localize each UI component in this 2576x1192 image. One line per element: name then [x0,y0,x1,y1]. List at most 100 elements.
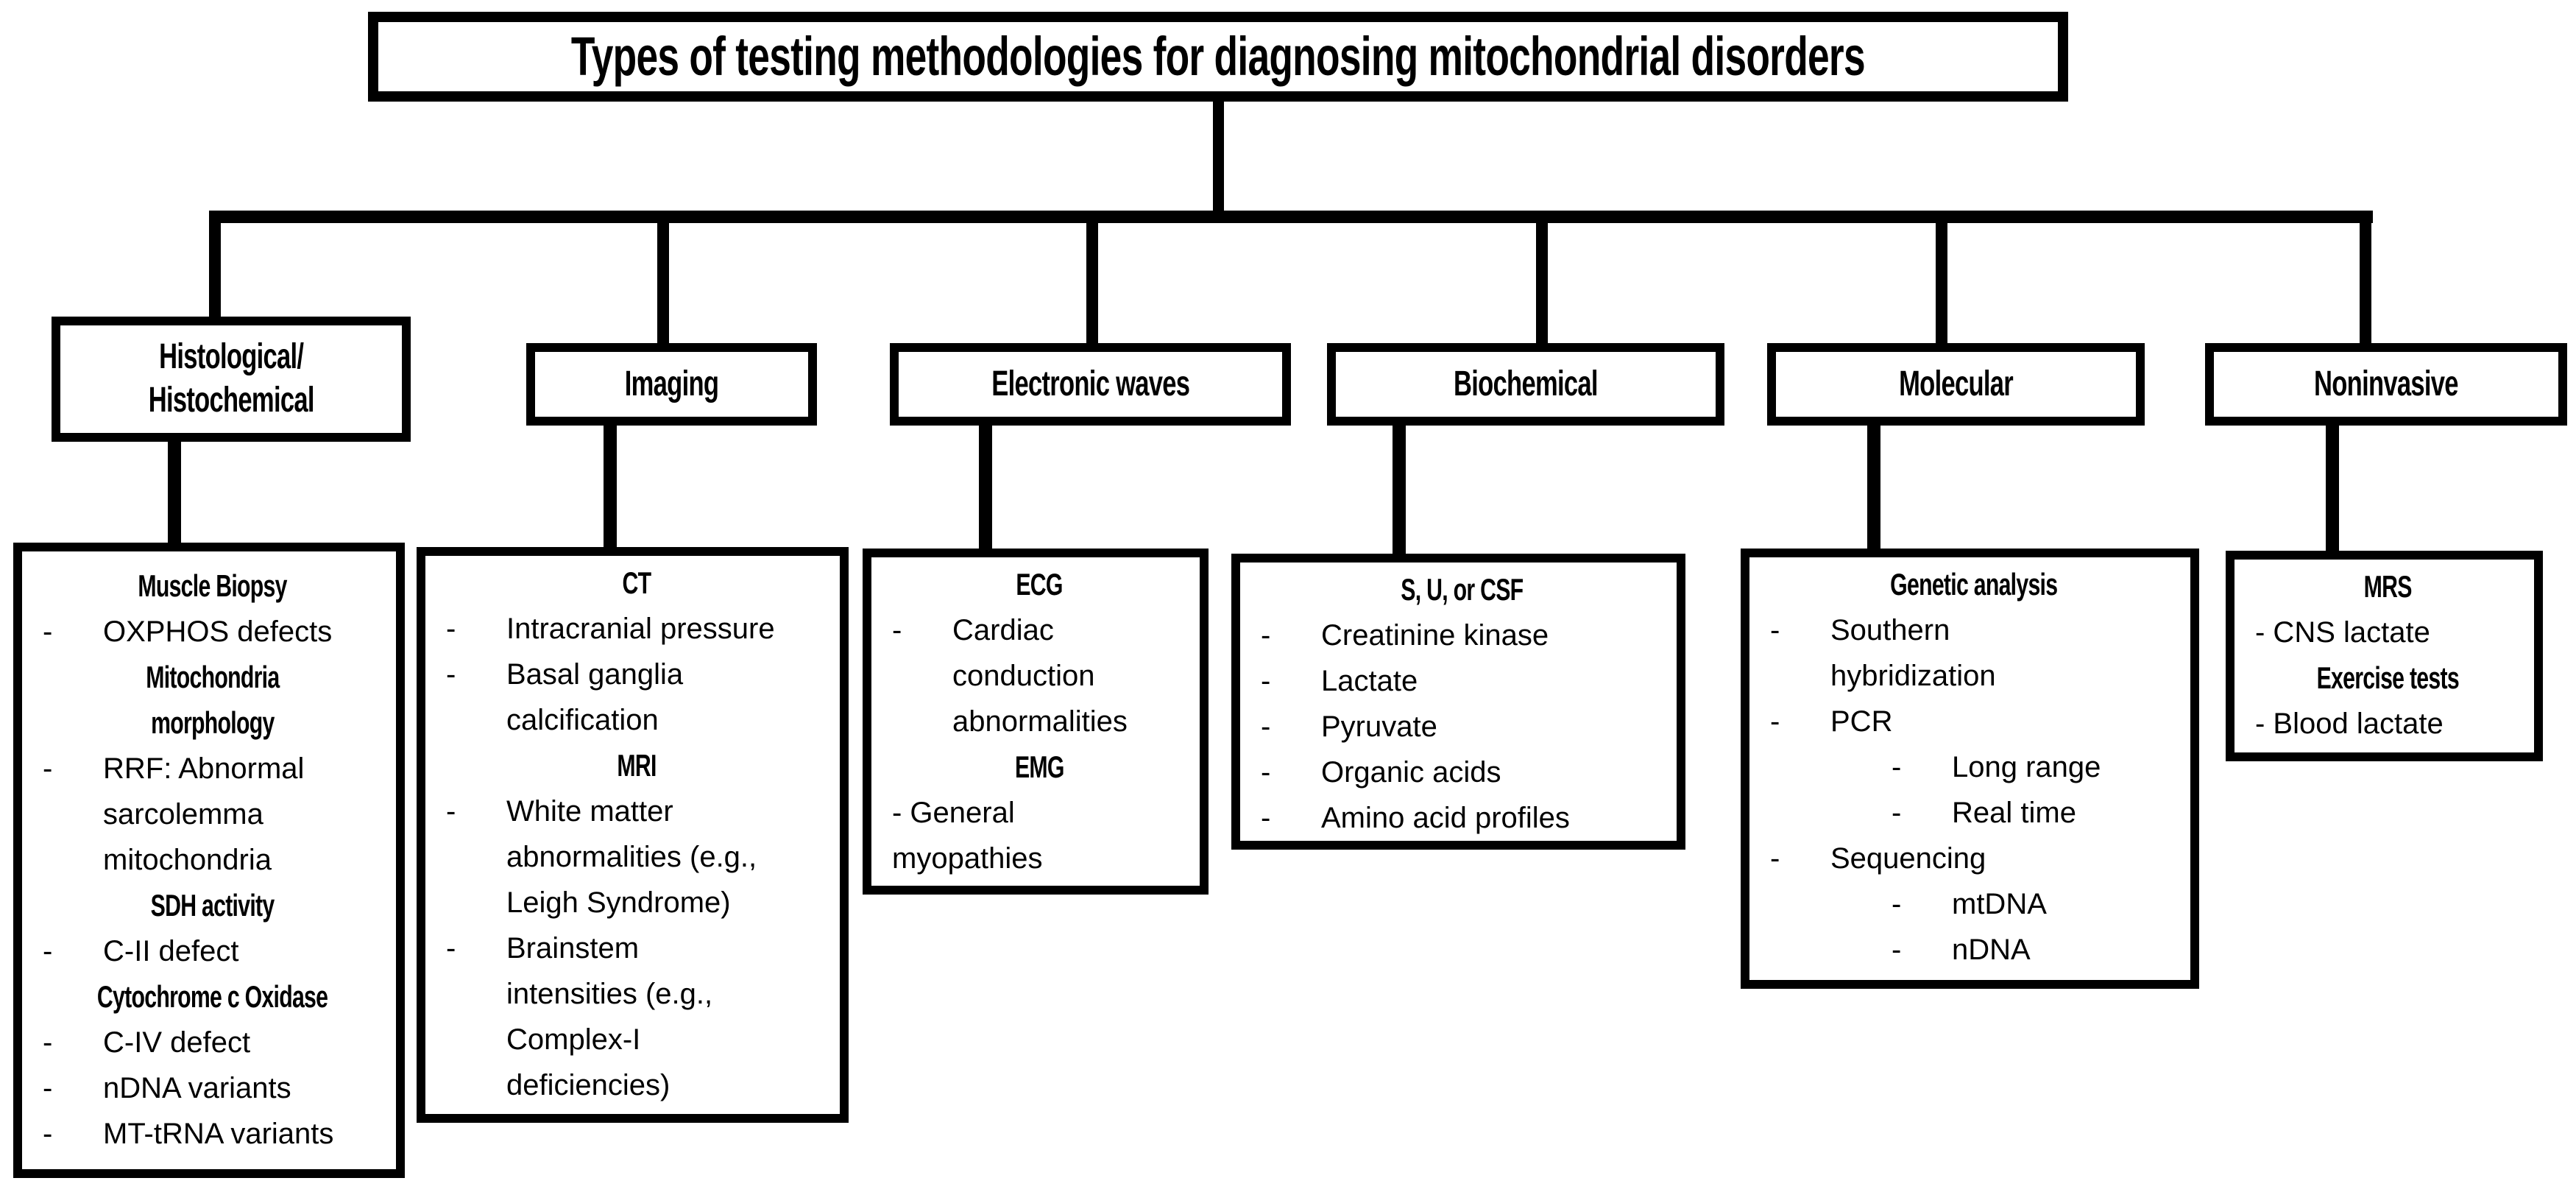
bullet-dash: - [1261,802,1271,834]
section-heading: EMG [892,744,1186,790]
section-heading: Mitochondria morphology [43,655,383,746]
detail-box-biochemical: S, U, or CSF - Creatinine kinase - Lactate… [1231,554,1685,850]
branch-label-imaging: Imaging [624,364,719,403]
bullet-dash: - [1892,751,1902,783]
section-heading: Muscle Biopsy [43,563,383,609]
branch-box-electronic: Electronic waves [890,343,1291,426]
section-heading-text: MRS [2363,569,2413,604]
bullet-dash: - [43,1118,53,1150]
section-heading: MRI [446,743,827,789]
connector-bar-to-biochemical [1536,218,1548,348]
list-item-text: OXPHOS defects [103,616,333,648]
list-item-text: Real time [1952,797,2076,829]
section-heading: S, U, or CSF [1261,567,1663,613]
list-item: - Southern hybridization [1770,607,2177,699]
connector-electronic-to-detail [979,424,992,552]
list-item-text: Cardiac conduction abnormalities [952,614,1128,738]
list-item-nested: -mtDNA [1892,881,2177,927]
list-item: -PCR [1770,699,2177,744]
connector-bar-to-histological [209,218,221,321]
branch-box-molecular: Molecular [1767,343,2145,426]
section-heading-text: Muscle Biopsy [138,568,288,603]
list-item: - OXPHOS defects [43,609,383,655]
list-item-nested: - Real time [1892,790,2177,836]
detail-box-noninvasive: MRS - CNS lactate Exercise tests - Blood… [2226,551,2543,761]
tree-horizontal-bar [209,211,2373,223]
branch-label-molecular: Molecular [1899,364,2014,403]
list-item: - Lactate [1261,658,1663,704]
list-item-text: Organic acids [1321,756,1501,789]
branch-label-electronic: Electronic waves [991,364,1190,403]
list-item-text: Intracranial pressure [506,613,775,645]
section-heading-text: S, U, or CSF [1401,572,1524,607]
bullet-dash: - [1892,934,1902,966]
section-heading-text: Mitochondria morphology [146,660,280,740]
branch-label-biochemical: Biochemical [1454,364,1598,403]
list-item: - CNS lactate [2255,616,2430,649]
title-box: Types of testing methodologies for diagn… [368,12,2068,102]
list-item-text: Brainstem intensities (e.g., Complex-I d… [506,932,713,1101]
bullet-dash: - [1261,619,1271,652]
section-heading-text: Exercise tests [2316,660,2460,695]
bullet-dash: - [446,795,456,828]
bullet-dash: - [43,616,53,648]
connector-title-to-bar [1213,100,1224,212]
branch-box-histological: Histological/ Histochemical [52,317,411,442]
connector-biochemical-to-detail [1393,424,1406,557]
list-item: - Blood lactate [2255,708,2444,740]
connector-bar-to-imaging [657,218,669,348]
list-item-text: White matter abnormalities (e.g., Leigh … [506,795,757,919]
list-item-text: MT-tRNA variants [103,1118,334,1150]
page-title-text: Types of testing methodologies for diagn… [570,26,1866,87]
bullet-dash: - [43,752,53,785]
bullet-dash: - [1261,665,1271,697]
list-item-text: C-IV defect [103,1026,251,1059]
list-item: - White matter abnormalities (e.g., Leigh… [446,789,827,925]
section-heading: ECG [892,562,1186,607]
list-item-text: PCR [1830,705,1893,738]
list-item-text: Lactate [1321,665,1418,697]
section-heading: SDH activity [43,883,383,928]
list-item: -C-II defect [43,928,383,974]
list-item-text: Southern hybridization [1830,614,1996,692]
list-item-text: mtDNA [1952,888,2047,920]
bullet-dash: - [446,658,456,691]
detail-box-histological: Muscle Biopsy - OXPHOS defects Mitochondr… [13,543,405,1178]
bullet-dash: - [1892,797,1902,829]
detail-box-molecular: Genetic analysis - Southern hybridization… [1741,549,2199,989]
list-item-text: C-II defect [103,935,239,967]
branch-label-noninvasive: Noninvasive [2314,364,2458,403]
connector-histological-to-detail [168,439,181,546]
list-item: - RRF: Abnormal sarcolemma mitochondria [43,746,383,883]
list-item: -Cardiac conduction abnormalities [892,607,1186,744]
list-item-text: Long range [1952,751,2101,783]
list-item-text: Pyruvate [1321,710,1437,743]
list-item: -Pyruvate [1261,704,1663,750]
section-heading: MRS [2255,564,2521,610]
bullet-dash: - [446,932,456,964]
list-item-nested: -nDNA [1892,927,2177,973]
list-item-text: Creatinine kinase [1321,619,1549,652]
list-item-text: RRF: Abnormal sarcolemma mitochondria [103,752,305,876]
bullet-dash: - [43,1072,53,1104]
bullet-dash: - [446,613,456,645]
section-heading-text: Cytochrome c Oxidase [97,979,328,1014]
list-item-text: nDNA variants [103,1072,291,1104]
branch-label-histological: Histological/ Histochemical [148,337,315,420]
list-item: -Sequencing [1770,836,2177,881]
list-item: - Intracranial pressure [446,606,827,652]
section-heading-text: MRI [616,748,657,783]
list-item: - Creatinine kinase [1261,613,1663,658]
bullet-dash: - [1770,614,1780,646]
bullet-dash: - [1261,756,1271,789]
section-heading: Genetic analysis [1770,562,2177,607]
list-item: - Organic acids [1261,750,1663,795]
branch-box-noninvasive: Noninvasive [2205,343,2567,426]
list-item-nested: - Long range [1892,744,2177,790]
section-heading-text: ECG [1016,567,1063,602]
list-item: - nDNA variants [43,1065,383,1111]
list-item: - Brainstem intensities (e.g., Complex-I … [446,925,827,1108]
list-item: -C-IV defect [43,1020,383,1065]
list-item-text: Sequencing [1830,842,1986,875]
